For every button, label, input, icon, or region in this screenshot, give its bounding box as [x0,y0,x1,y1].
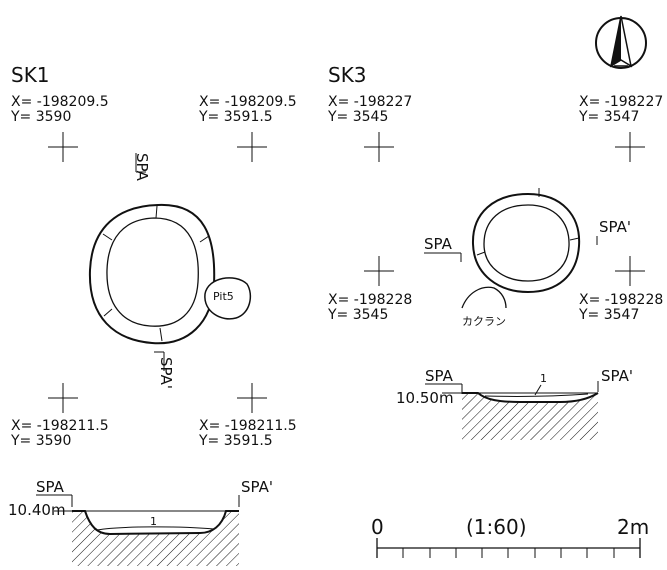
sk1-corner-bl-x: X= -198211.5 [11,418,109,434]
scale-zero: 0 [371,515,384,539]
sk3-grid-cross-tr [615,132,645,162]
sk1-grid-cross-tr [237,132,267,162]
sk1-section-start: SPA [36,478,65,496]
sk1-pit-inner [106,217,199,327]
sk3-corner-br-y: Y= 3547 [578,307,639,323]
sk3-grid-cross-bl [364,256,394,286]
sk3-corner-tl-y: Y= 3545 [327,109,388,125]
sk3-section-fill [462,393,598,440]
sk1-pit5-label: Pit5 [213,290,234,303]
sk1-corner-bl-y: Y= 3590 [10,433,71,449]
sk1-pit5-outline [204,277,252,320]
sk1-grid-cross-tl [48,132,78,162]
sk3-plan-section-end: SPA' [599,218,631,236]
sk3-disturbance-label: カクラン [462,315,506,328]
sk1-corner-br-x: X= -198211.5 [199,418,297,434]
sk1-feature: SK1 X= -198209.5 Y= 3590 X= -198209.5 Y=… [8,63,297,566]
sk3-disturbance-outline [461,286,507,309]
scale-bar: 0 (1:60) 2m [371,515,649,558]
sk1-corner-tl-y: Y= 3590 [10,109,71,125]
sk1-grid-cross-bl [48,383,78,413]
sk3-corner-bl-y: Y= 3545 [327,307,388,323]
sk1-layer-label: 1 [150,515,157,528]
sk3-layer-label: 1 [540,372,547,385]
sk1-plan-section-end: SPA' [157,357,175,389]
sk3-corner-bl-x: X= -198228 [328,292,412,308]
sk1-title: SK1 [11,63,50,87]
sk1-corner-br-y: Y= 3591.5 [198,433,273,449]
sk1-elevation: 10.40m [8,501,66,519]
sk3-corner-br-x: X= -198228 [579,292,663,308]
sk1-section-end: SPA' [241,478,273,496]
sk1-corner-tr-y: Y= 3591.5 [198,109,273,125]
sk1-plan-section-start: SPA [133,153,151,182]
sk1-section-profile [72,510,239,536]
sk3-corner-tr-x: X= -198227 [579,94,663,110]
sk3-elevation: 10.50m [396,389,454,407]
scale-ratio: (1:60) [466,515,527,539]
sk3-pit-outer [471,192,581,294]
north-arrow-icon [595,15,647,69]
scale-max: 2m [617,515,649,539]
sk3-title: SK3 [328,63,367,87]
sk3-feature: SK3 X= -198227 Y= 3545 X= -198227 Y= 354… [327,63,663,440]
sk1-corner-tl-x: X= -198209.5 [11,94,109,110]
sk1-corner-tr-x: X= -198209.5 [199,94,297,110]
sk3-plan-section-start: SPA [424,235,453,253]
sk1-pit-outer [88,203,216,345]
sk3-grid-cross-br [615,256,645,286]
sk3-grid-cross-tl [364,132,394,162]
sk3-section-start: SPA [425,367,454,385]
sk1-section-fill [72,511,239,566]
sk3-pit-inner [483,204,570,282]
sk3-section-end: SPA' [601,367,633,385]
sk1-grid-cross-br [237,383,267,413]
sk3-section-profile [462,392,599,403]
sk3-corner-tl-x: X= -198227 [328,94,412,110]
sk3-corner-tr-y: Y= 3547 [578,109,639,125]
